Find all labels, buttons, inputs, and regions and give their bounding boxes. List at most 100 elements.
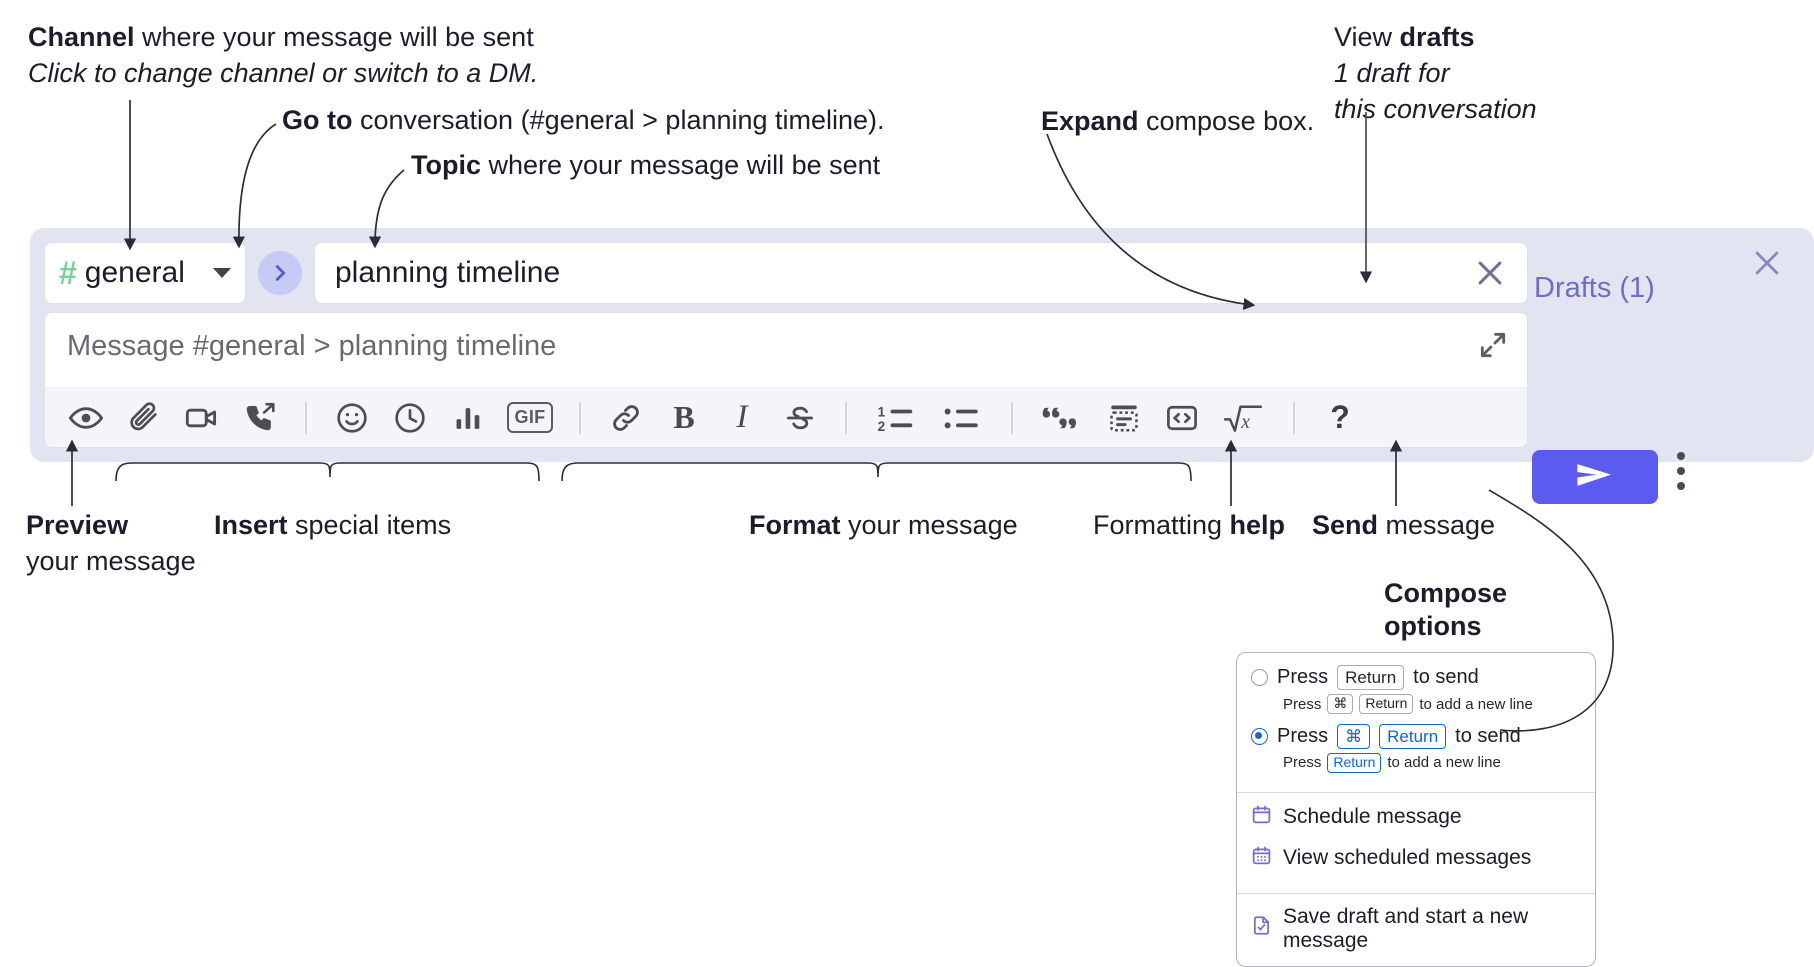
message-input-area[interactable]: Message #general > planning timeline: [44, 312, 1528, 448]
calendar-grid-icon: [1251, 845, 1272, 872]
preview-button[interactable]: [59, 395, 113, 441]
menu-item-view-scheduled-messages[interactable]: View scheduled messages: [1237, 838, 1595, 883]
toolbar-divider: [845, 401, 847, 434]
opt1-sub-rest: to add a new line: [1419, 695, 1533, 713]
topic-value: planning timeline: [335, 256, 561, 289]
gif-button[interactable]: GIF: [499, 395, 561, 441]
svg-text:1: 1: [878, 404, 886, 419]
compose-header-row: # general planning timeline: [44, 242, 1528, 304]
annotation-channel-rest: where your message will be sent: [134, 22, 534, 52]
annotation-channel: Channel where your message will be sent …: [28, 22, 538, 90]
annotation-insert-bold: Insert: [214, 510, 288, 540]
bulleted-list-button[interactable]: [931, 395, 993, 441]
formatting-help-button[interactable]: ?: [1313, 395, 1367, 441]
close-compose-button[interactable]: [1750, 246, 1784, 280]
topic-input[interactable]: planning timeline: [314, 242, 1528, 304]
annotation-format-rest: your message: [840, 510, 1018, 540]
annotation-drafts-line3: this conversation: [1334, 93, 1537, 124]
annotation-compose-options-bold2: options: [1384, 610, 1482, 641]
gif-label: GIF: [506, 402, 554, 433]
send-option-cmd-return[interactable]: Press ⌘ Return to send: [1237, 722, 1595, 751]
opt1-press: Press: [1277, 666, 1329, 689]
opt1-tosend: to send: [1413, 666, 1479, 689]
annotation-channel-subtitle: Click to change channel or switch to a D…: [28, 57, 539, 88]
annotation-drafts-line2: 1 draft for: [1334, 57, 1450, 88]
opt2-tosend: to send: [1455, 724, 1521, 747]
annotation-send-rest: message: [1378, 510, 1496, 540]
drafts-link[interactable]: Drafts (1): [1534, 272, 1655, 304]
menu-divider: [1237, 892, 1595, 894]
calendar-icon: [1251, 804, 1272, 831]
poll-button[interactable]: [441, 395, 495, 441]
strikethrough-button[interactable]: [773, 395, 827, 441]
annotation-topic-bold: Topic: [411, 150, 481, 180]
chevron-right-icon: [269, 262, 291, 284]
emoji-button[interactable]: [325, 395, 379, 441]
toolbar-divider: [305, 401, 307, 434]
bold-label: B: [673, 399, 695, 435]
message-input-placeholder: Message #general > planning timeline: [67, 330, 557, 362]
record-audio-clip-button[interactable]: [233, 395, 287, 441]
expand-icon[interactable]: [1477, 329, 1509, 361]
close-icon[interactable]: [1473, 256, 1507, 290]
key-return: Return: [1337, 665, 1405, 691]
annotation-insert: Insert special items: [214, 510, 451, 542]
compose-options-button[interactable]: [1676, 452, 1686, 490]
kebab-dot: [1677, 467, 1685, 475]
document-check-icon: [1251, 915, 1272, 942]
key-command: ⌘: [1327, 694, 1354, 714]
svg-text:x: x: [1240, 411, 1250, 432]
annotation-goto-rest: conversation (#general > planning timeli…: [352, 105, 885, 135]
annotation-send: Send message: [1312, 510, 1495, 542]
compose-inner: # general planning timeline Message #gen…: [44, 242, 1528, 448]
opt1-sub-press: Press: [1283, 695, 1322, 713]
annotation-format-bold: Format: [749, 510, 841, 540]
radio-unselected-icon[interactable]: [1251, 669, 1268, 687]
send-option-return-hint: Press ⌘ Return to add a new line: [1237, 692, 1595, 716]
opt2-sub-rest: to add a new line: [1387, 754, 1501, 772]
attach-file-button[interactable]: [117, 395, 171, 441]
menu-divider: [1237, 791, 1595, 793]
italic-button[interactable]: I: [715, 395, 769, 441]
key-return: Return: [1327, 753, 1382, 773]
menu-item-label: Save draft and start a new message: [1283, 904, 1529, 952]
toolbar-divider: [1293, 401, 1295, 434]
annotation-drafts-lead: View: [1334, 22, 1400, 52]
opt2-sub-press: Press: [1283, 754, 1322, 772]
annotation-drafts: View drafts 1 draft for this conversatio…: [1334, 22, 1537, 126]
goto-conversation-button[interactable]: [258, 251, 302, 295]
compose-box: # general planning timeline Message #gen…: [30, 228, 1814, 462]
clock-button[interactable]: [383, 395, 437, 441]
italic-label: I: [736, 399, 748, 435]
key-return: Return: [1379, 723, 1447, 749]
menu-item-label: View scheduled messages: [1283, 846, 1532, 869]
hash-icon: #: [59, 255, 77, 291]
annotation-insert-rest: special items: [287, 510, 452, 540]
channel-selector[interactable]: # general: [44, 242, 246, 304]
svg-text:2: 2: [878, 418, 886, 433]
compose-options-menu: Press Return to send Press ⌘ Return to a…: [1236, 652, 1596, 967]
send-option-cmd-return-hint: Press Return to add a new line: [1237, 751, 1595, 782]
annotation-goto: Go to conversation (#general > planning …: [282, 105, 885, 137]
send-option-return[interactable]: Press Return to send: [1237, 663, 1595, 692]
annotation-format: Format your message: [749, 510, 1018, 542]
inline-code-button[interactable]: [1155, 395, 1209, 441]
annotation-formatting-help-bold: help: [1229, 510, 1286, 540]
equation-button[interactable]: x: [1213, 395, 1275, 441]
record-video-clip-button[interactable]: [175, 395, 229, 441]
annotation-goto-bold: Go to: [282, 105, 353, 135]
annotation-topic-rest: where your message will be sent: [481, 150, 881, 180]
bold-button[interactable]: B: [657, 395, 711, 441]
blockquote-button[interactable]: [1031, 395, 1093, 441]
annotation-compose-options-bold1: Compose: [1384, 578, 1508, 608]
annotation-preview: Preview your message: [26, 510, 196, 578]
send-button[interactable]: [1532, 450, 1658, 504]
link-button[interactable]: [599, 395, 653, 441]
code-block-button[interactable]: [1097, 395, 1151, 441]
menu-item-save-draft[interactable]: Save draft and start a new message: [1237, 894, 1595, 966]
menu-item-schedule-message[interactable]: Schedule message: [1237, 793, 1595, 838]
channel-name-label: general: [84, 256, 185, 289]
radio-selected-icon[interactable]: [1251, 727, 1268, 745]
